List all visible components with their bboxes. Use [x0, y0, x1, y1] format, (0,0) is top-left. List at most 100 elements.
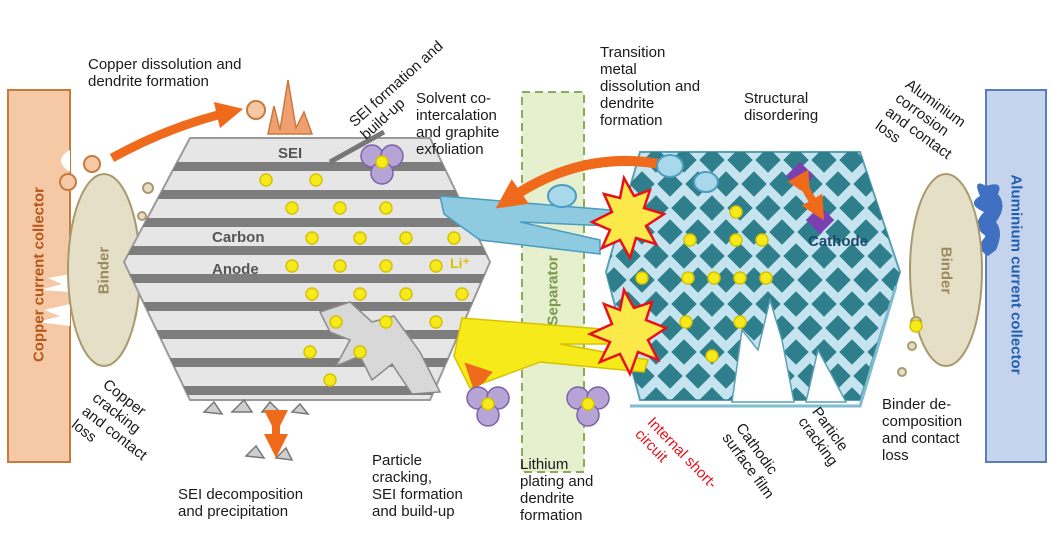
lithium-ion: [755, 233, 769, 247]
copper-ions: [59, 100, 266, 191]
lithium-ion: [729, 205, 743, 219]
lattice-site: [699, 195, 725, 221]
lithium-ion: [429, 259, 443, 273]
lattice-site: [657, 315, 683, 341]
graphite-layer: [124, 386, 490, 395]
aluminium-collector-label: Aluminium current collector: [1007, 174, 1025, 375]
sei-line: [328, 129, 386, 165]
lattice-site: [811, 152, 837, 173]
lattice-site: [839, 243, 865, 269]
lattice-site: [839, 195, 865, 221]
graphite-layer: [124, 274, 490, 283]
lithium-ion: [447, 231, 461, 245]
lithium-ion: [259, 173, 273, 187]
binder-left-label: Binder: [95, 246, 113, 295]
anode-crack: [318, 301, 442, 395]
separator-label: Separator: [544, 255, 562, 326]
lithium-ion: [729, 233, 743, 247]
lattice-site: [839, 291, 865, 317]
li-ion-label: Li⁺: [450, 255, 470, 271]
cathode-label: Cathode: [808, 233, 868, 250]
lithium-ion: [399, 287, 413, 301]
copper-dissolution-arrow: [109, 101, 244, 162]
sei-decomposition-label: SEI decomposition and precipitation: [178, 486, 304, 520]
lattice-site: [839, 387, 865, 400]
carbon-label: Carbon: [212, 229, 265, 246]
lattice-site: [643, 387, 669, 400]
lattice-site: [671, 243, 697, 269]
copper-cracks: [38, 274, 70, 326]
lattice-site: [685, 363, 711, 389]
lithium-ion: [379, 201, 393, 215]
lattice-site: [839, 152, 865, 173]
lattice-site: [797, 315, 823, 341]
lattice-site: [699, 291, 725, 317]
lattice-site: [769, 267, 795, 293]
particle-cracking-arrow: [464, 362, 494, 392]
lithium-ion: [481, 397, 495, 411]
lithium-ion: [399, 231, 413, 245]
particle-cracking-sei-label: Particle cracking, SEI formation and bui…: [372, 452, 463, 520]
lattice-site: [727, 152, 753, 173]
lattice-site: [643, 243, 669, 269]
cathode-crack-2: [805, 347, 848, 403]
graphite-layer: [124, 218, 490, 227]
lithium-plating-label: Lithium plating and dendrite formation: [520, 456, 594, 524]
graphite-layer: [124, 358, 490, 367]
lithium-ion: [581, 397, 595, 411]
copper-notch: [61, 150, 70, 172]
lattice-site: [853, 267, 879, 293]
binder-decomposition-label: Binder de- composition and contact loss: [882, 396, 963, 464]
lithium-ion: [635, 271, 649, 285]
lattice-site: [741, 315, 767, 341]
lattice-site: [853, 219, 879, 245]
lattice-site: [839, 339, 865, 365]
lattice-site: [853, 315, 879, 341]
lithium-ion: [733, 271, 747, 285]
transition-metal-label: Transition metal dissolution and dendrit…: [600, 44, 701, 129]
graphite-layer: [124, 302, 490, 311]
solvent-cointercalation-label: Solvent co- intercalation and graphite e…: [416, 90, 500, 158]
lattice-site: [811, 291, 837, 317]
lattice-site: [769, 219, 795, 245]
lithium-ion: [333, 259, 347, 273]
lattice-site: [783, 291, 809, 317]
lattice-site: [699, 243, 725, 269]
lithium-ion: [679, 315, 693, 329]
lattice-site: [671, 291, 697, 317]
solvent-particle-clusters: [360, 144, 610, 427]
lattice-site: [657, 267, 683, 293]
lithium-ion: [681, 271, 695, 285]
lithium-ion: [333, 201, 347, 215]
lithium-ion: [323, 373, 337, 387]
aluminium-collector: [985, 89, 1047, 463]
lithium-ion: [285, 259, 299, 273]
metal-ions: [547, 154, 719, 208]
copper-dissolution-label: Copper dissolution and dendrite formatio…: [88, 56, 242, 90]
lithium-ion: [455, 287, 469, 301]
lattice-site: [671, 339, 697, 365]
lithium-ion: [375, 155, 389, 169]
lattice-site: [881, 171, 900, 197]
lithium-ion: [353, 287, 367, 301]
lattice-site: [755, 291, 781, 317]
lithium-ion: [909, 319, 923, 333]
copper-peaks: [267, 79, 314, 135]
lithium-ion: [379, 259, 393, 273]
lattice-site: [741, 171, 767, 197]
lattice-site: [797, 267, 823, 293]
lithium-ion: [705, 349, 719, 363]
lithium-ions: [259, 173, 923, 387]
lattice-site: [713, 363, 739, 389]
lattice-site: [825, 267, 851, 293]
anode-label: Anode: [212, 261, 259, 278]
lattice-site: [867, 152, 893, 173]
binder-right: [909, 173, 983, 367]
short-circuit-bursts: [586, 174, 669, 378]
lithium-ion: [309, 173, 323, 187]
lattice-site: [825, 315, 851, 341]
lattice-site: [741, 267, 767, 293]
lattice-site: [755, 243, 781, 269]
lattice-site: [657, 171, 683, 197]
